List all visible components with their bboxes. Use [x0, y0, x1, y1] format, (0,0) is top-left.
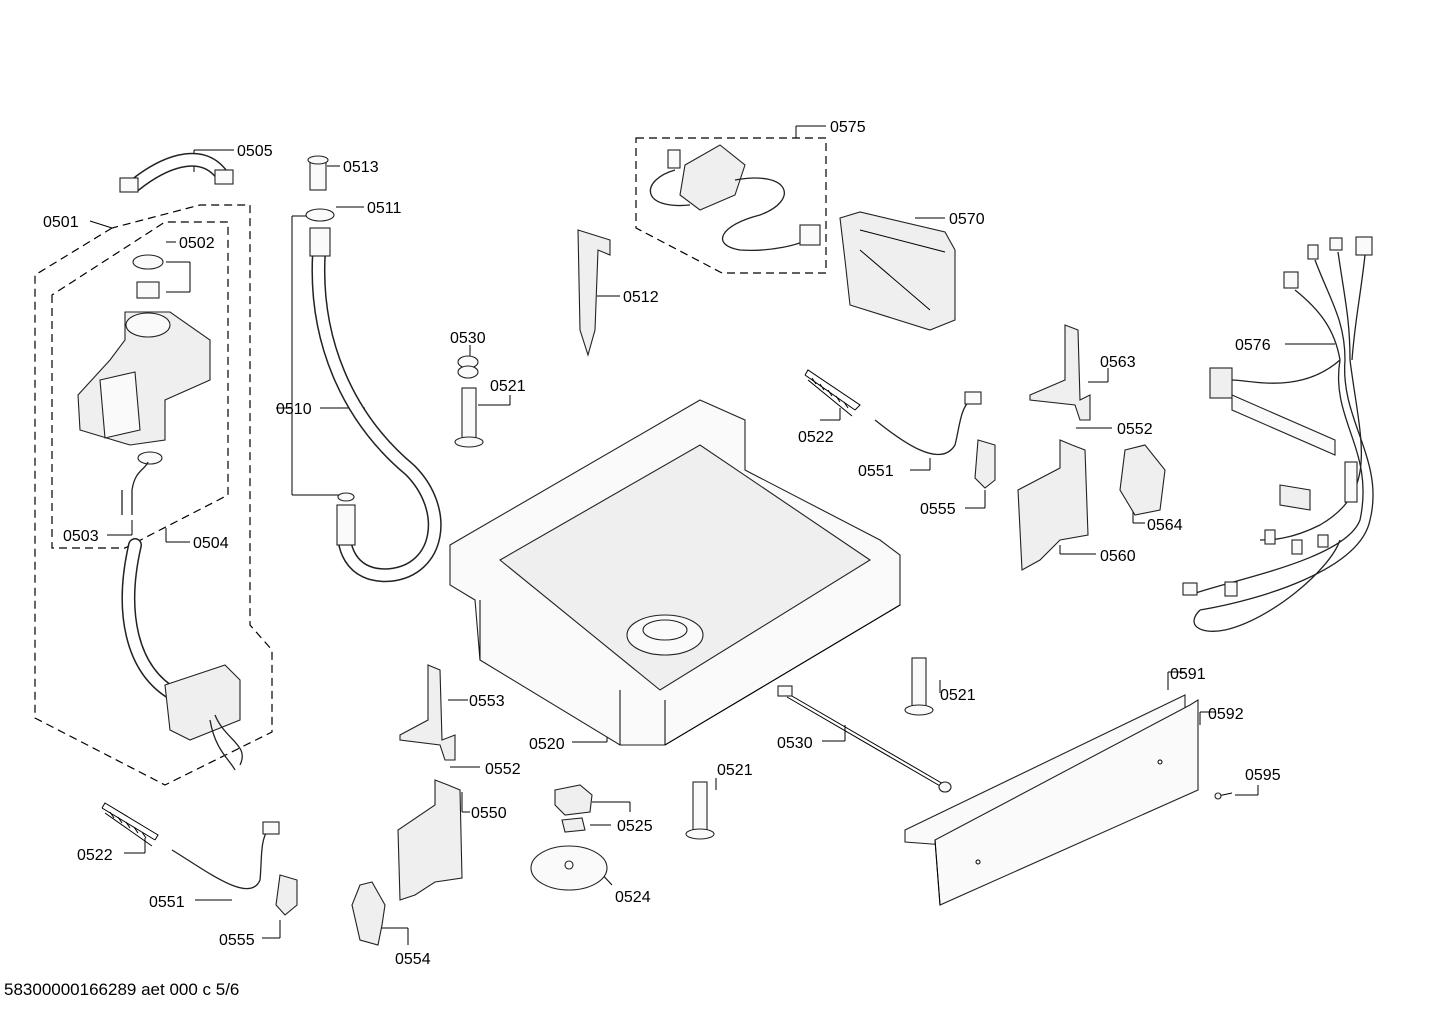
- control-bracket-part: [839, 211, 956, 331]
- label-0560: 0560: [1100, 548, 1136, 565]
- label-0530-bottom: 0530: [777, 735, 813, 752]
- leader-lines: [89, 125, 1335, 945]
- label-0592: 0592: [1208, 706, 1244, 723]
- label-0554: 0554: [395, 951, 431, 968]
- spring-left-part: [101, 802, 159, 847]
- label-0525: 0525: [617, 818, 653, 835]
- mount-bracket-right-part: [1017, 439, 1089, 571]
- nut-0530-part: [457, 355, 479, 379]
- label-0570: 0570: [949, 211, 985, 228]
- drawing-reference-footer: 58300000166289 aet 000 c 5/6: [4, 980, 240, 999]
- label-0550: 0550: [471, 805, 507, 822]
- corner-bracket-part: [351, 881, 386, 946]
- label-0551-right: 0551: [858, 463, 894, 480]
- rod-part: [777, 685, 952, 793]
- clip-right-part: [974, 439, 996, 489]
- clip-left-part: [275, 874, 298, 916]
- label-0522-left: 0522: [77, 847, 113, 864]
- label-0552-left: 0552: [485, 761, 521, 778]
- hinge-right-part: [1029, 324, 1091, 421]
- assembly-0575-outline: [635, 137, 827, 274]
- hinge-left-part: [399, 664, 456, 761]
- inlet-hose-part: [119, 152, 234, 193]
- label-0522-right: 0522: [798, 429, 834, 446]
- part-labels: 0505 0513 0511 0501 0502 0510 0503 0504 …: [43, 119, 1281, 968]
- label-0563: 0563: [1100, 354, 1136, 371]
- label-0530-top: 0530: [450, 330, 486, 347]
- label-0511: 0511: [367, 200, 402, 217]
- heater-pump-module-part: [649, 144, 821, 251]
- disc-part: [530, 845, 608, 891]
- label-0512: 0512: [623, 289, 659, 306]
- label-0575: 0575: [830, 119, 866, 136]
- label-0553: 0553: [469, 693, 505, 710]
- label-0551-left: 0551: [149, 894, 185, 911]
- aquastop-hose-part: [121, 538, 243, 771]
- label-0576: 0576: [1235, 337, 1271, 354]
- label-0524: 0524: [615, 889, 651, 906]
- cable-right-part: [874, 391, 982, 456]
- screw-foot-front-part: [685, 781, 715, 840]
- kickboard-front-part: [934, 699, 1199, 906]
- hose-fitting-part: [305, 155, 335, 222]
- label-0521-right: 0521: [940, 687, 976, 704]
- drain-hose-part: [309, 227, 442, 583]
- label-0510: 0510: [276, 401, 312, 418]
- assembly-0501-outline: [34, 204, 273, 786]
- cable-left-part: [171, 821, 280, 890]
- mount-bracket-left-part: [397, 779, 463, 901]
- spring-right-part: [804, 369, 861, 417]
- level-sensor-part: [577, 229, 611, 357]
- label-0595: 0595: [1245, 767, 1281, 784]
- label-0521-front: 0521: [717, 762, 753, 779]
- screw-foot-right-part: [904, 657, 934, 716]
- label-0520: 0520: [529, 736, 565, 753]
- small-screw-part: [1214, 792, 1233, 800]
- wiring-harness-part: [1182, 236, 1374, 632]
- label-0501: 0501: [43, 214, 79, 231]
- label-0504: 0504: [193, 535, 229, 552]
- label-0552-right: 0552: [1117, 421, 1153, 438]
- label-0521-top: 0521: [490, 378, 526, 395]
- label-0502: 0502: [179, 235, 215, 252]
- label-0564: 0564: [1147, 517, 1183, 534]
- label-0513: 0513: [343, 159, 379, 176]
- label-0591: 0591: [1170, 666, 1206, 683]
- label-0505: 0505: [237, 143, 273, 160]
- label-0555-right: 0555: [920, 501, 956, 518]
- comb-part: [1119, 444, 1166, 516]
- label-0555-left: 0555: [219, 932, 255, 949]
- assembly-0502-outline: [51, 221, 229, 549]
- sensor-part: [554, 784, 593, 833]
- screw-foot-part: [454, 387, 484, 448]
- base-tub-part: [449, 399, 901, 746]
- valve-assembly-part: [77, 254, 211, 515]
- label-0503: 0503: [63, 528, 99, 545]
